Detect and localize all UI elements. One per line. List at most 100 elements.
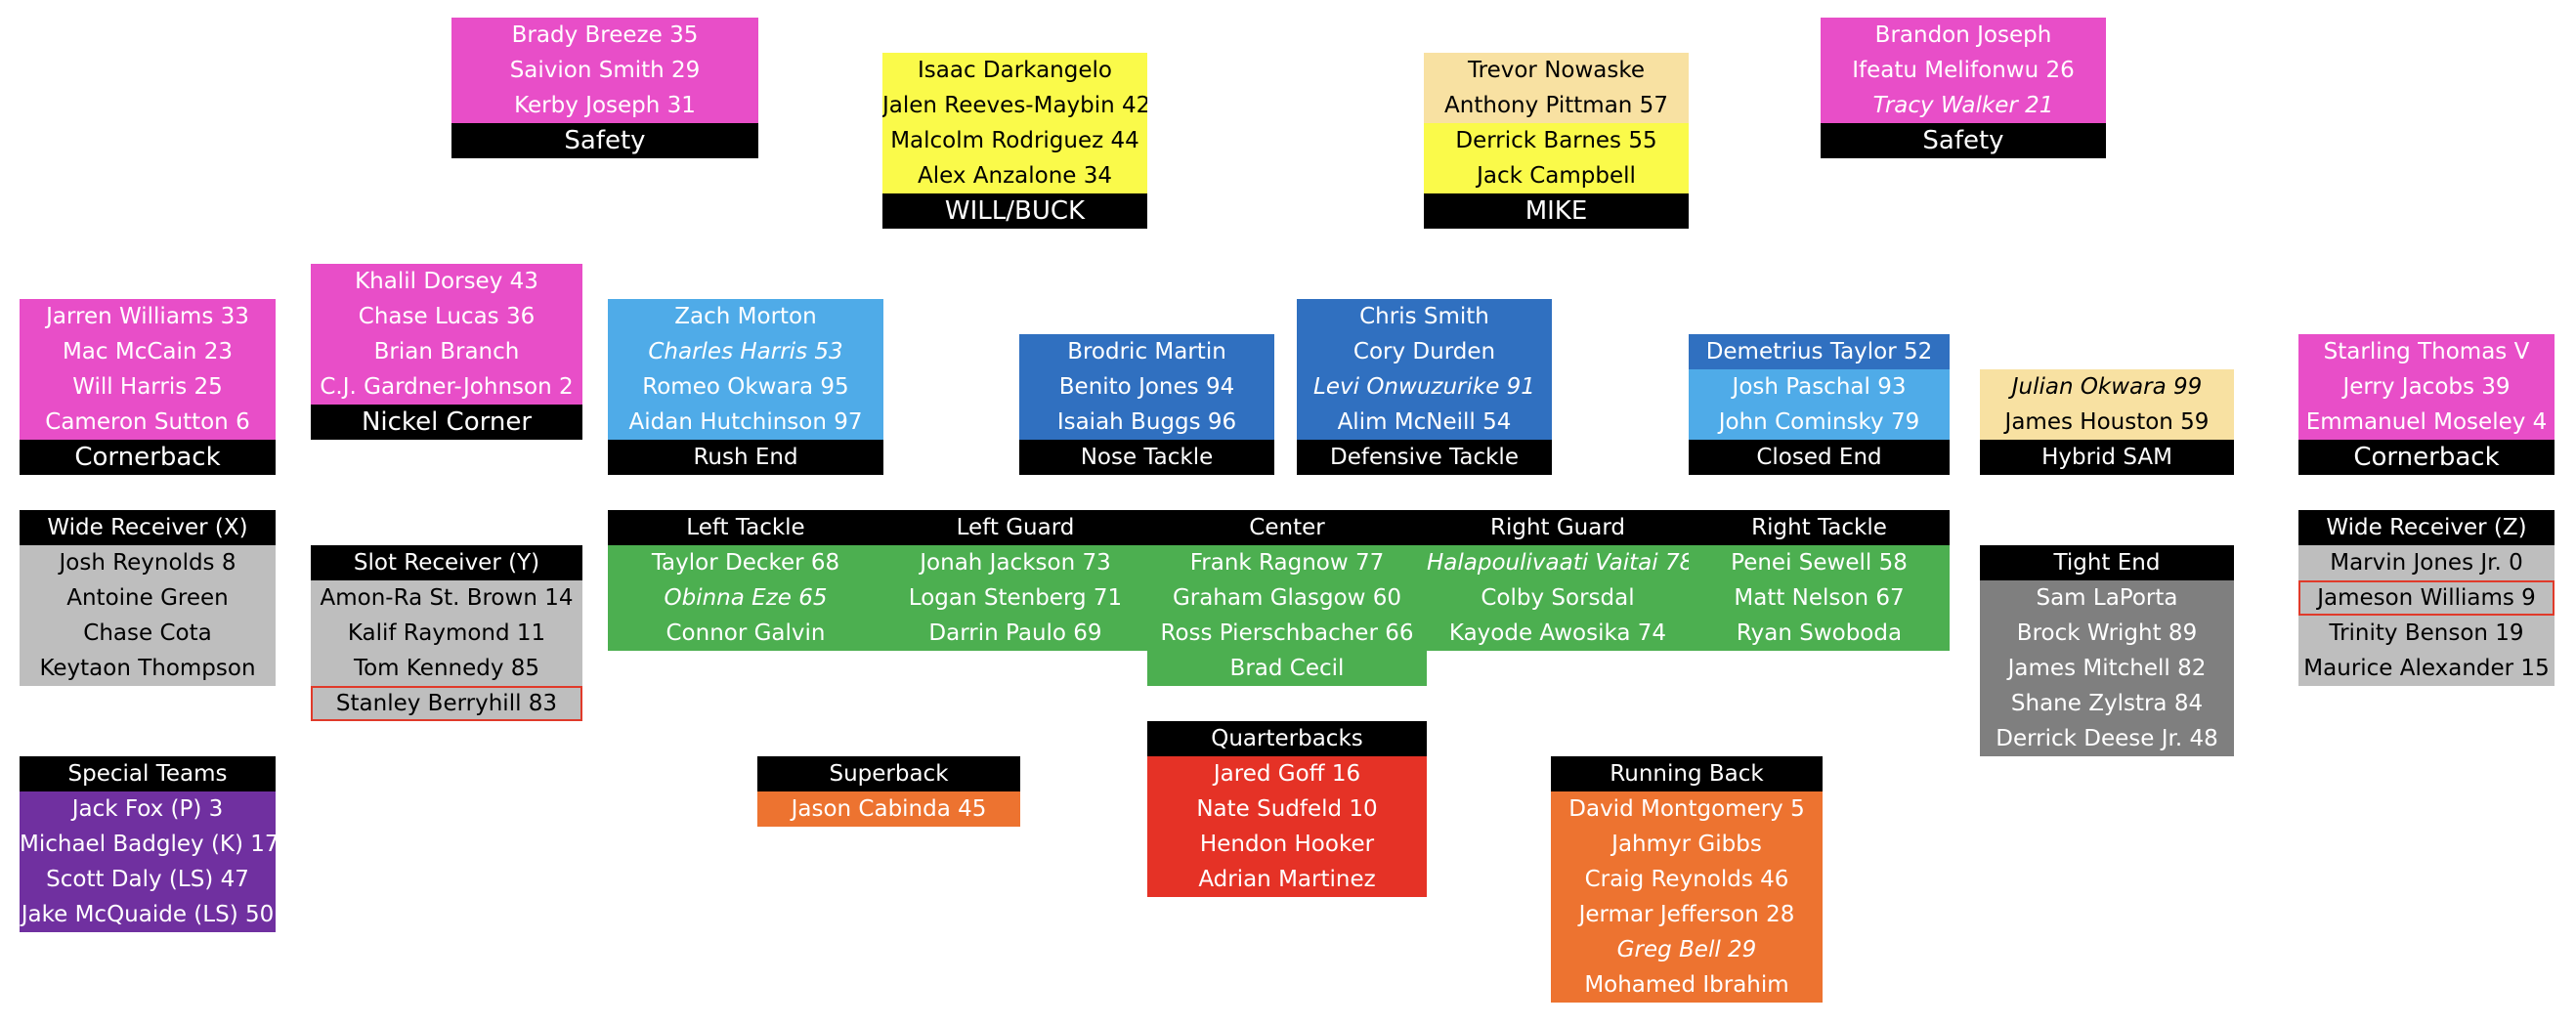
player-entry: Chase Lucas 36 xyxy=(311,299,582,334)
player-entry: Ryan Swoboda xyxy=(1689,616,1950,651)
player-entry: C.J. Gardner-Johnson 2 xyxy=(311,369,582,405)
player-entry: Colby Sorsdal xyxy=(1427,580,1689,616)
player-entry: David Montgomery 5 xyxy=(1551,791,1823,827)
player-entry: Cameron Sutton 6 xyxy=(20,405,276,440)
safety-left-group: Brady Breeze 35 Saivion Smith 29 Kerby J… xyxy=(451,18,758,158)
position-label-safety-right: Safety xyxy=(1821,123,2106,158)
player-entry: Kalif Raymond 11 xyxy=(311,616,582,651)
player-entry: Jake McQuaide (LS) 50 xyxy=(20,897,276,932)
player-entry: Romeo Okwara 95 xyxy=(608,369,883,405)
rush-end-group: Zach Morton Charles Harris 53 Romeo Okwa… xyxy=(608,299,883,475)
player-entry: Penei Sewell 58 xyxy=(1689,545,1950,580)
player-entry: Malcolm Rodriguez 44 xyxy=(882,123,1147,158)
position-header-special-teams: Special Teams xyxy=(20,756,276,791)
position-label-closed-end: Closed End xyxy=(1689,440,1950,475)
left-tackle-group: Taylor Decker 68 Obinna Eze 65 Connor Ga… xyxy=(608,545,883,651)
player-entry: James Mitchell 82 xyxy=(1980,651,2234,686)
player-entry: Trinity Benson 19 xyxy=(2298,616,2555,651)
player-entry: Zach Morton xyxy=(608,299,883,334)
player-entry: Isaiah Buggs 96 xyxy=(1019,405,1274,440)
player-entry: Julian Okwara 99 xyxy=(1980,369,2234,405)
player-entry: Brandon Joseph xyxy=(1821,18,2106,53)
player-entry: Darrin Paulo 69 xyxy=(883,616,1147,651)
player-entry: James Houston 59 xyxy=(1980,405,2234,440)
player-entry: Hendon Hooker xyxy=(1147,827,1427,862)
safety-right-group: Brandon Joseph Ifeatu Melifonwu 26 Tracy… xyxy=(1821,18,2106,158)
special-teams-group: Special Teams Jack Fox (P) 3 Michael Bad… xyxy=(20,756,276,932)
player-entry: Jack Fox (P) 3 xyxy=(20,791,276,827)
left-guard-group: Jonah Jackson 73 Logan Stenberg 71 Darri… xyxy=(883,545,1147,651)
position-label-will-buck: WILL/BUCK xyxy=(882,193,1147,229)
player-entry: Brodric Martin xyxy=(1019,334,1274,369)
cornerback-right-group: Starling Thomas V Jerry Jacobs 39 Emmanu… xyxy=(2298,334,2555,475)
wide-receiver-z-group: Wide Receiver (Z) Marvin Jones Jr. 0 Jam… xyxy=(2298,510,2555,686)
mike-group: Trevor Nowaske Anthony Pittman 57 Derric… xyxy=(1424,53,1689,229)
player-entry: Jared Goff 16 xyxy=(1147,756,1427,791)
player-entry: Keytaon Thompson xyxy=(20,651,276,686)
position-label-defensive-tackle: Defensive Tackle xyxy=(1297,440,1552,475)
player-entry: Jarren Williams 33 xyxy=(20,299,276,334)
superback-group: Superback Jason Cabinda 45 xyxy=(757,756,1020,827)
player-entry: Brad Cecil xyxy=(1147,651,1427,686)
player-entry: Taylor Decker 68 xyxy=(608,545,883,580)
center-group: Frank Ragnow 77 Graham Glasgow 60 Ross P… xyxy=(1147,545,1427,686)
defensive-tackle-group: Chris Smith Cory Durden Levi Onwuzurike … xyxy=(1297,299,1552,475)
player-entry-highlighted: Stanley Berryhill 83 xyxy=(311,686,582,721)
player-entry: Logan Stenberg 71 xyxy=(883,580,1147,616)
player-entry: Scott Daly (LS) 47 xyxy=(20,862,276,897)
player-entry: Adrian Martinez xyxy=(1147,862,1427,897)
player-entry: Alim McNeill 54 xyxy=(1297,405,1552,440)
player-entry: Will Harris 25 xyxy=(20,369,276,405)
position-header-tight-end: Tight End xyxy=(1980,545,2234,580)
player-entry: Halapoulivaati Vaitai 78 xyxy=(1427,545,1689,580)
quarterbacks-group: Quarterbacks Jared Goff 16 Nate Sudfeld … xyxy=(1147,721,1427,897)
wide-receiver-x-group: Wide Receiver (X) Josh Reynolds 8 Antoin… xyxy=(20,510,276,686)
cornerback-left-group: Jarren Williams 33 Mac McCain 23 Will Ha… xyxy=(20,299,276,475)
player-entry: Chase Cota xyxy=(20,616,276,651)
player-entry: Shane Zylstra 84 xyxy=(1980,686,2234,721)
player-entry: Craig Reynolds 46 xyxy=(1551,862,1823,897)
player-entry: Jahmyr Gibbs xyxy=(1551,827,1823,862)
tight-end-group: Tight End Sam LaPorta Brock Wright 89 Ja… xyxy=(1980,545,2234,756)
player-entry: Cory Durden xyxy=(1297,334,1552,369)
position-header-right-tackle: Right Tackle xyxy=(1751,515,1887,540)
player-entry: Jason Cabinda 45 xyxy=(757,791,1020,827)
running-back-group: Running Back David Montgomery 5 Jahmyr G… xyxy=(1551,756,1823,1003)
position-label-safety-left: Safety xyxy=(451,123,758,158)
player-entry: Connor Galvin xyxy=(608,616,883,651)
position-header-running-back: Running Back xyxy=(1551,756,1823,791)
player-entry: Ifeatu Melifonwu 26 xyxy=(1821,53,2106,88)
player-entry: Tracy Walker 21 xyxy=(1821,88,2106,123)
player-entry: Jalen Reeves-Maybin 42 xyxy=(882,88,1147,123)
player-entry: Alex Anzalone 34 xyxy=(882,158,1147,193)
player-entry: Ross Pierschbacher 66 xyxy=(1147,616,1427,651)
player-entry: Brady Breeze 35 xyxy=(451,18,758,53)
player-entry: Josh Paschal 93 xyxy=(1689,369,1950,405)
player-entry: Jerry Jacobs 39 xyxy=(2298,369,2555,405)
offensive-line-header: Left Tackle Left Guard Center Right Guar… xyxy=(608,510,1950,545)
position-header-right-guard: Right Guard xyxy=(1489,515,1626,540)
closed-end-group: Demetrius Taylor 52 Josh Paschal 93 John… xyxy=(1689,334,1950,475)
player-entry: Obinna Eze 65 xyxy=(608,580,883,616)
player-entry-highlighted: Jameson Williams 9 xyxy=(2298,580,2555,616)
position-header-quarterbacks: Quarterbacks xyxy=(1147,721,1427,756)
nickel-corner-group: Khalil Dorsey 43 Chase Lucas 36 Brian Br… xyxy=(311,264,582,440)
will-buck-group: Isaac Darkangelo Jalen Reeves-Maybin 42 … xyxy=(882,53,1147,229)
hybrid-sam-group: Julian Okwara 99 James Houston 59 Hybrid… xyxy=(1980,369,2234,475)
right-tackle-group: Penei Sewell 58 Matt Nelson 67 Ryan Swob… xyxy=(1689,545,1950,651)
player-entry: Sam LaPorta xyxy=(1980,580,2234,616)
position-header-left-tackle: Left Tackle xyxy=(686,515,805,540)
player-entry: Brock Wright 89 xyxy=(1980,616,2234,651)
player-entry: Aidan Hutchinson 97 xyxy=(608,405,883,440)
player-entry: Demetrius Taylor 52 xyxy=(1689,334,1950,369)
player-entry: Greg Bell 29 xyxy=(1551,932,1823,967)
player-entry: Amon-Ra St. Brown 14 xyxy=(311,580,582,616)
player-entry: Graham Glasgow 60 xyxy=(1147,580,1427,616)
player-entry: Josh Reynolds 8 xyxy=(20,545,276,580)
position-header-wr-x: Wide Receiver (X) xyxy=(20,510,276,545)
player-entry: Brian Branch xyxy=(311,334,582,369)
player-entry: Benito Jones 94 xyxy=(1019,369,1274,405)
player-entry: Saivion Smith 29 xyxy=(451,53,758,88)
player-entry: Matt Nelson 67 xyxy=(1689,580,1950,616)
player-entry: Mac McCain 23 xyxy=(20,334,276,369)
